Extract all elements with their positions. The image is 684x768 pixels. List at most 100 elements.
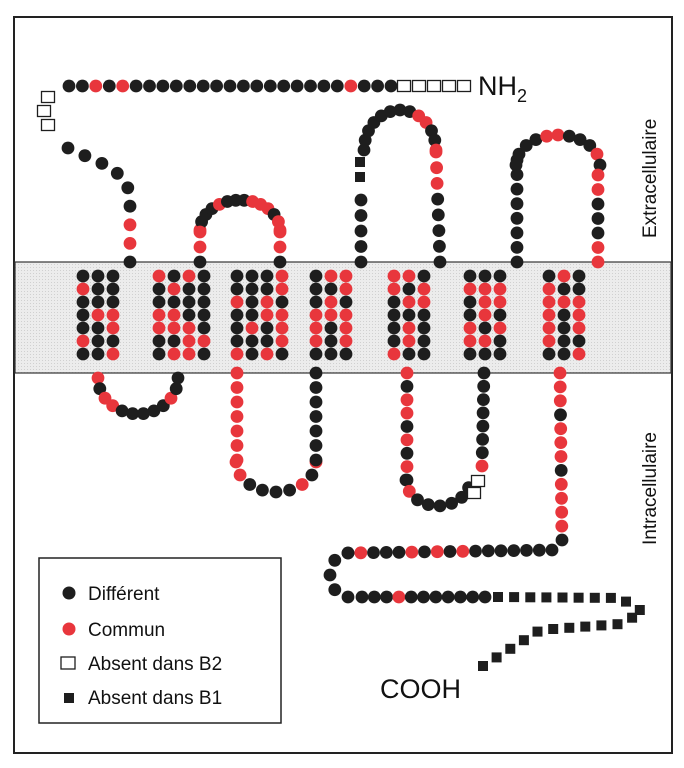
residue-different: [400, 380, 414, 393]
residue-common: [354, 546, 368, 560]
residue-different: [197, 282, 211, 296]
residue-different: [102, 79, 116, 93]
residue-common: [400, 433, 414, 447]
residue-common: [554, 477, 568, 491]
residue-different: [197, 295, 211, 309]
residue-different: [230, 308, 244, 322]
residue-absent-b1: [509, 592, 520, 603]
residue-common: [260, 295, 274, 309]
residue-common: [478, 295, 492, 309]
residue-common: [551, 128, 565, 142]
residue-different: [478, 321, 492, 335]
residue-different: [466, 590, 480, 604]
residue-different: [309, 439, 323, 452]
residue-different: [371, 79, 384, 93]
residue-different: [95, 157, 109, 170]
residue-absent-b1: [478, 661, 488, 671]
residue-different: [309, 347, 323, 361]
residue-common: [324, 295, 338, 309]
residue-common: [417, 295, 431, 309]
residue-different: [431, 208, 445, 222]
residue-common: [152, 321, 166, 335]
residue-different: [76, 321, 90, 335]
residue-different: [152, 347, 166, 361]
residue-common: [542, 334, 556, 348]
residue-common: [167, 347, 181, 361]
residue-absent-b2: [470, 474, 486, 488]
residue-common: [429, 145, 443, 159]
residue-absent-b1: [548, 624, 559, 634]
residue-different: [481, 544, 495, 558]
residue-common: [463, 334, 477, 348]
residue-different: [290, 79, 304, 93]
residue-common: [493, 295, 507, 309]
residue-different: [557, 321, 571, 335]
residue-different: [143, 79, 156, 93]
residue-common: [230, 381, 244, 394]
residue-different: [402, 308, 416, 322]
residue-different: [245, 334, 259, 348]
residue-different: [529, 133, 543, 147]
legend-label-absent-b1: Absent dans B1: [88, 688, 222, 709]
residue-common: [182, 334, 196, 348]
residue-absent-b1: [580, 621, 591, 632]
residue-different: [380, 590, 393, 604]
residue-common: [260, 347, 274, 361]
residue-common: [295, 478, 309, 491]
residue-common: [553, 394, 567, 408]
residue-common: [555, 519, 569, 533]
residue-different: [230, 321, 244, 335]
residue-common: [542, 321, 556, 335]
residue-different: [554, 408, 567, 422]
residue-different: [445, 496, 458, 510]
residue-different: [328, 553, 342, 567]
residue-absent-b1: [525, 592, 536, 603]
residue-different: [197, 269, 211, 283]
residue-absent-b1: [573, 592, 584, 603]
residue-common: [275, 269, 289, 283]
residue-common: [106, 347, 120, 361]
residue-different: [137, 407, 150, 420]
residue-common: [230, 424, 244, 438]
residue-common: [106, 321, 120, 335]
residue-different: [387, 334, 401, 348]
residue-common: [590, 147, 604, 161]
residue-different: [76, 347, 90, 361]
residue-absent-b1: [557, 592, 568, 603]
residue-common: [193, 240, 207, 254]
residue-different: [324, 334, 338, 348]
residue-different: [354, 224, 368, 238]
residue-different: [309, 410, 323, 423]
residue-different: [493, 334, 507, 348]
residue-different: [62, 79, 76, 93]
residue-different: [476, 433, 489, 446]
residue-absent-b2: [456, 79, 472, 93]
residue-different: [305, 468, 319, 482]
residue-common: [400, 366, 414, 380]
residue-different: [152, 334, 166, 348]
residue-different: [263, 79, 277, 93]
residue-common: [230, 295, 244, 309]
residue-different: [477, 393, 490, 406]
residue-absent-b1: [505, 643, 516, 654]
residue-different: [260, 334, 274, 348]
residue-different: [309, 453, 323, 467]
residue-different: [593, 158, 607, 172]
residue-different: [510, 168, 524, 182]
residue-different: [115, 404, 129, 418]
residue-different: [591, 226, 605, 240]
residue-common: [233, 468, 247, 482]
residue-different: [304, 79, 317, 93]
residue-different: [245, 295, 259, 309]
residue-absent-b1: [634, 605, 645, 615]
legend-marker-absent-b1: [64, 693, 74, 703]
residue-different: [554, 464, 568, 477]
residue-different: [309, 424, 323, 438]
residue-different: [433, 255, 447, 269]
residue-absent-b1: [564, 622, 575, 633]
residue-common: [324, 269, 338, 283]
residue-different: [91, 282, 105, 296]
residue-common: [387, 347, 401, 361]
legend-label-absent-b2: Absent dans B2: [88, 654, 222, 675]
residue-different: [243, 478, 257, 491]
